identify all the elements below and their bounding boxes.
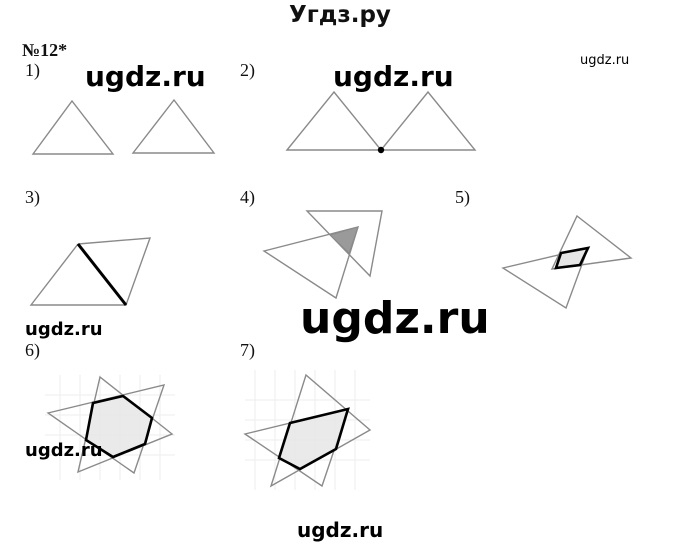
figure-label-2: 2) [240,60,255,80]
watermark-top-right: ugdz.ru [580,53,630,68]
triangle-5a [550,214,633,270]
site-title: Угдз.ру [289,2,391,28]
watermark-bottom: ugdz.ru [297,518,384,542]
figure-label-7: 7) [240,340,255,360]
intersection-7 [277,407,350,471]
triangle-5b [501,247,590,310]
watermark-top-center: ugdz.ru [333,60,454,93]
quad-3-outline [29,237,152,306]
watermark-left-low: ugdz.ru [25,440,103,461]
intersection-6 [84,394,154,459]
triangle-1b [131,98,216,154]
watermark-top-left: ugdz.ru [85,60,206,93]
figure-label-1: 1) [25,60,40,80]
watermark-left-mid: ugdz.ru [25,319,103,340]
intersection-5 [554,246,591,270]
triangle-2b [379,90,477,151]
shared-vertex-dot [377,146,385,154]
triangle-2a [285,90,383,151]
figure-label-6: 6) [25,340,40,360]
intersection-4 [329,226,359,254]
diagonal-3 [76,243,128,306]
triangle-1a [31,99,115,155]
task-number: №12* [22,40,68,60]
watermark-center: ugdz.ru [300,293,490,344]
figure-label-4: 4) [240,187,255,207]
triangle-4b [262,226,360,300]
figure-label-3: 3) [25,187,40,207]
figure-label-5: 5) [455,187,470,207]
